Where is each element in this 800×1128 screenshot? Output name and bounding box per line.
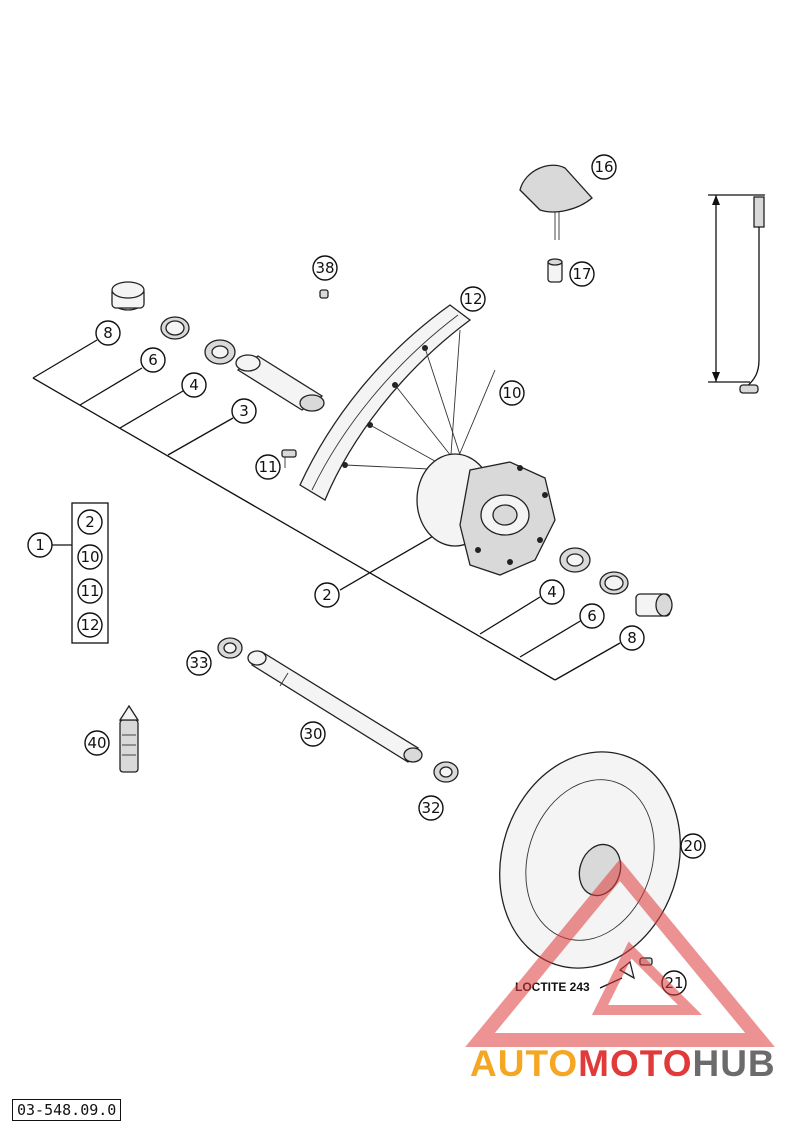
callout-38: 38 <box>312 255 338 281</box>
svg-text:20: 20 <box>683 837 702 855</box>
svg-text:6: 6 <box>148 351 158 369</box>
svg-text:10: 10 <box>502 384 521 402</box>
part-rim-lock-16 <box>519 164 593 240</box>
kit-item-10: 10 <box>77 544 103 570</box>
svg-text:33: 33 <box>189 654 208 672</box>
part-rim-12 <box>299 304 472 501</box>
svg-text:32: 32 <box>421 799 440 817</box>
callout-8-lower: 8 <box>619 625 645 651</box>
part-spacer-3 <box>235 354 325 412</box>
svg-text:6: 6 <box>587 607 597 625</box>
part-bearing-4-right <box>559 547 591 573</box>
part-spoke-length-reference <box>739 196 765 394</box>
callout-4-lower: 4 <box>539 579 565 605</box>
part-valve-cap-38 <box>319 289 329 299</box>
svg-text:8: 8 <box>103 324 113 342</box>
svg-text:12: 12 <box>80 616 99 634</box>
drawing-number: 03-548.09.0 <box>12 1099 122 1121</box>
watermark-triangle-logo <box>465 858 775 1047</box>
callout-30: 30 <box>300 721 326 747</box>
part-hub-2 <box>416 453 556 576</box>
kit-item-11: 11 <box>77 578 103 604</box>
part-grease-tube-40 <box>118 704 140 773</box>
part-axle-30 <box>247 650 423 763</box>
brand-part-hub: HUB <box>692 1043 776 1084</box>
callout-17: 17 <box>569 261 595 287</box>
svg-text:11: 11 <box>258 458 277 476</box>
callout-8-upper: 8 <box>95 320 121 346</box>
callout-32: 32 <box>418 795 444 821</box>
svg-text:2: 2 <box>322 586 332 604</box>
part-bearing-4-left <box>204 339 236 365</box>
svg-text:4: 4 <box>189 376 199 394</box>
svg-text:38: 38 <box>315 259 334 277</box>
callout-11: 11 <box>255 454 281 480</box>
callout-20: 20 <box>680 833 706 859</box>
kit-item-2: 2 <box>77 509 103 535</box>
part-axle-spacer-32 <box>433 761 459 783</box>
callout-6-lower: 6 <box>579 603 605 629</box>
svg-text:4: 4 <box>547 583 557 601</box>
part-seal-6-right <box>599 571 629 595</box>
callout-12: 12 <box>460 286 486 312</box>
callout-1: 1 <box>27 532 53 558</box>
svg-text:12: 12 <box>463 290 482 308</box>
svg-text:1: 1 <box>35 536 45 554</box>
svg-text:17: 17 <box>572 265 591 283</box>
part-nipple-11 <box>281 449 297 468</box>
part-axle-spacer-33 <box>217 637 243 659</box>
callout-4-upper: 4 <box>181 372 207 398</box>
callout-6-upper: 6 <box>140 347 166 373</box>
svg-text:40: 40 <box>87 734 106 752</box>
svg-text:10: 10 <box>80 548 99 566</box>
svg-text:11: 11 <box>80 582 99 600</box>
callout-16: 16 <box>591 154 617 180</box>
svg-text:8: 8 <box>627 629 637 647</box>
part-bushing-8-right <box>635 593 673 617</box>
svg-text:30: 30 <box>303 725 322 743</box>
part-brake-disc-20 <box>499 751 681 969</box>
watermark-brand-text: AUTOMOTOHUB <box>470 1043 776 1085</box>
callout-10: 10 <box>499 380 525 406</box>
callout-3: 3 <box>231 398 257 424</box>
svg-text:3: 3 <box>239 402 249 420</box>
leader-lines <box>32 194 765 989</box>
part-seal-6-left <box>160 316 190 340</box>
svg-text:16: 16 <box>594 158 613 176</box>
brand-part-auto: AUTO <box>470 1043 579 1084</box>
part-nut-17 <box>547 258 563 283</box>
part-bushing-8-left <box>111 281 145 311</box>
kit-item-12: 12 <box>77 612 103 638</box>
callout-33: 33 <box>186 650 212 676</box>
callout-2: 2 <box>314 582 340 608</box>
brand-part-moto: MOTO <box>578 1043 693 1084</box>
svg-text:2: 2 <box>85 513 95 531</box>
callout-40: 40 <box>84 730 110 756</box>
